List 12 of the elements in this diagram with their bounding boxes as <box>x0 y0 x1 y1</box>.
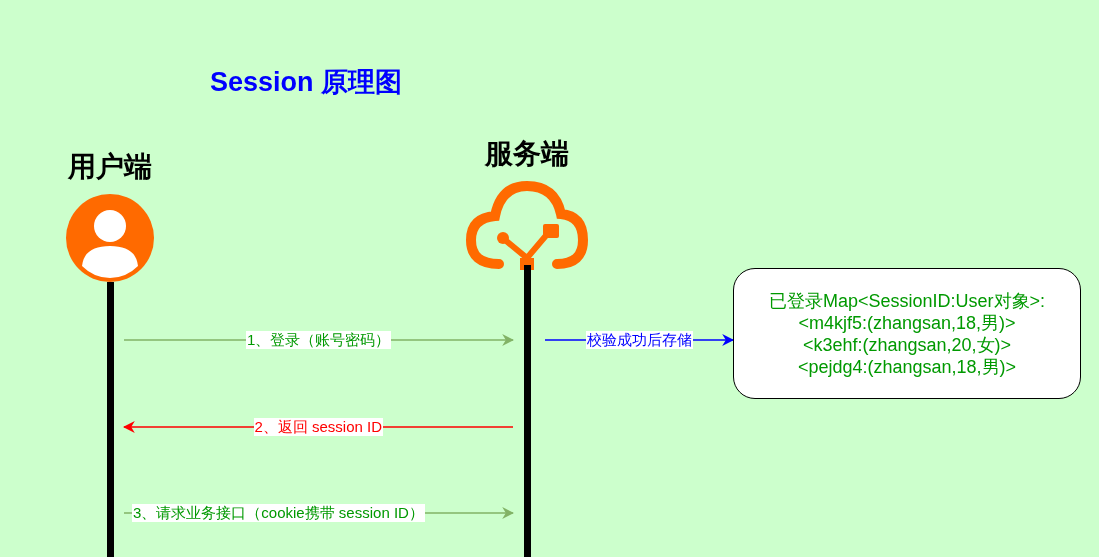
diagram-title: Session 原理图 <box>210 66 403 99</box>
edge-label: 2、返回 session ID <box>253 418 384 436</box>
edge-label: 1、登录（账号密码） <box>246 331 392 349</box>
map-entry-text: 已登录Map<SessionID:User对象>: <box>768 289 1046 312</box>
edge-label: 3、请求业务接口（cookie携带 session ID） <box>132 504 425 522</box>
edge-label: 校验成功后存储 <box>585 331 693 349</box>
map-entry-text: <m4kjf5:(zhangsan,18,男)> <box>798 311 1016 334</box>
participant-heading: 用户端 <box>67 150 153 184</box>
storage-box <box>733 268 1081 399</box>
map-entry-text: <pejdg4:(zhangsan,18,男)> <box>797 355 1017 378</box>
participant-heading: 服务端 <box>484 137 570 171</box>
map-entry-text: <k3ehf:(zhangsan,20,女)> <box>802 333 1012 356</box>
